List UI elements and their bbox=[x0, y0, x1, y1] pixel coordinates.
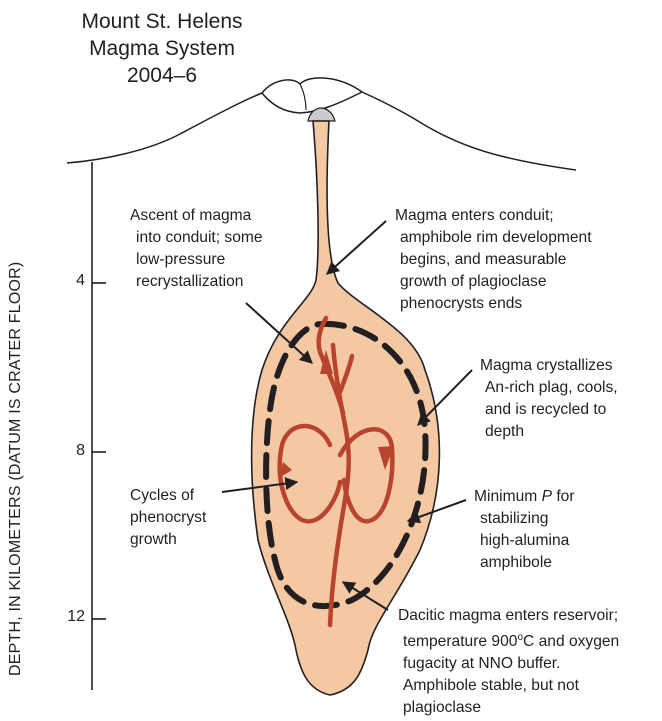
annotation-conduit-line-2: amphibole rim development bbox=[395, 227, 592, 249]
annotation-conduit-line-4: growth of plagioclase bbox=[395, 271, 592, 293]
annotation-conduit-line-1: Magma enters conduit; bbox=[395, 205, 592, 227]
annotation-ascent-line-1: Ascent of magma bbox=[130, 205, 263, 227]
annotation-cycles: Cycles of phenocryst growth bbox=[130, 485, 206, 551]
lava-dome bbox=[262, 78, 362, 113]
annotation-minimum-line-1: Minimum P for bbox=[474, 486, 575, 508]
annotation-minimum-line-3: high-alumina bbox=[474, 530, 575, 552]
annotation-crystallizes-line-2: An-rich plag, cools, bbox=[480, 377, 618, 399]
annotation-minimum-prefix: Minimum bbox=[474, 488, 542, 505]
annotation-conduit: Magma enters conduit; amphibole rim deve… bbox=[395, 205, 592, 315]
annotation-dacitic-line-2: temperature 900oC and oxygen bbox=[398, 627, 619, 653]
annotation-dacitic-line-4: Amphibole stable, but not bbox=[398, 675, 619, 697]
annotation-minimum-p: Minimum P for stabilizing high-alumina a… bbox=[474, 486, 575, 574]
annotation-ascent-line-3: low-pressure bbox=[130, 249, 263, 271]
annotation-ascent-line-2: into conduit; some bbox=[130, 227, 263, 249]
annotation-dacitic-temp-a: temperature 900 bbox=[403, 633, 517, 650]
arrow-conduit bbox=[327, 221, 386, 274]
annotation-minimum-line-4: amphibole bbox=[474, 552, 575, 574]
annotation-dacitic-line-1: Dacitic magma enters reservoir; bbox=[398, 605, 619, 627]
annotation-crystallizes: Magma crystallizes An-rich plag, cools, … bbox=[480, 355, 618, 443]
annotation-minimum-suffix: for bbox=[552, 488, 575, 505]
annotation-ascent: Ascent of magma into conduit; some low-p… bbox=[130, 205, 263, 293]
annotation-minimum-symbol: P bbox=[542, 488, 552, 505]
annotation-dacitic-line-3: fugacity at NNO buffer. bbox=[398, 653, 619, 675]
annotation-crystallizes-line-4: depth bbox=[480, 421, 618, 443]
annotation-minimum-line-2: stabilizing bbox=[474, 508, 575, 530]
annotation-conduit-line-5: phenocrysts ends bbox=[395, 293, 592, 315]
annotation-crystallizes-line-1: Magma crystallizes bbox=[480, 355, 618, 377]
annotation-crystallizes-line-3: and is recycled to bbox=[480, 399, 618, 421]
annotation-conduit-line-3: begins, and measurable bbox=[395, 249, 592, 271]
annotation-dacitic-temp-b: C and oxygen bbox=[523, 633, 619, 650]
annotation-ascent-line-4: recrystallization bbox=[130, 271, 263, 293]
annotation-cycles-line-3: growth bbox=[130, 529, 206, 551]
annotation-cycles-line-1: Cycles of bbox=[130, 485, 206, 507]
annotation-dacitic: Dacitic magma enters reservoir; temperat… bbox=[398, 605, 619, 719]
annotation-cycles-line-2: phenocryst bbox=[130, 507, 206, 529]
annotation-dacitic-line-5: plagioclase bbox=[398, 697, 619, 719]
